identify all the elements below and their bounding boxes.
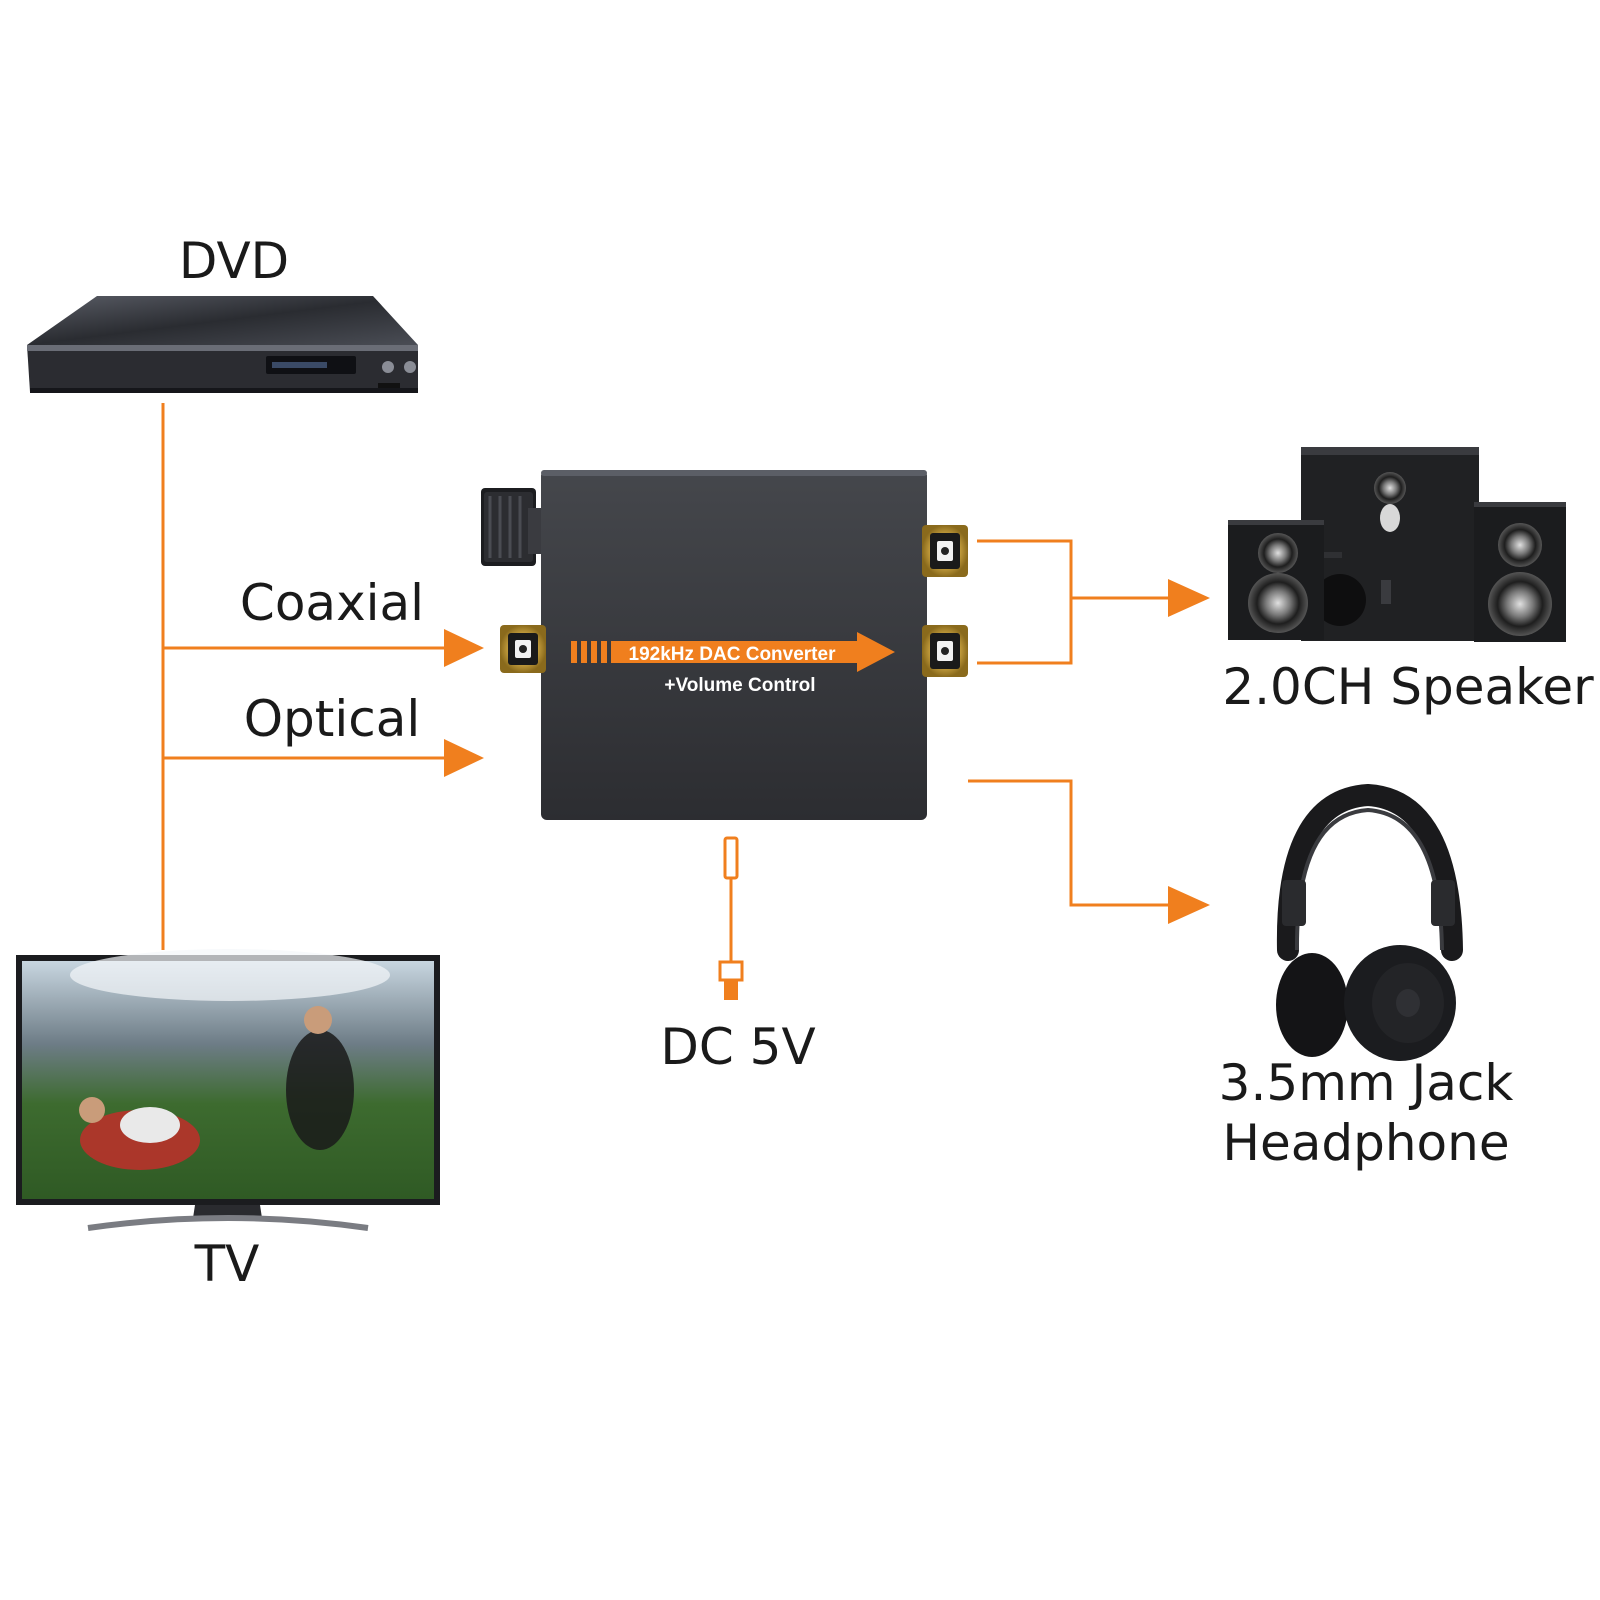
wiring <box>161 403 1210 950</box>
converter-title: 192kHz DAC Converter <box>629 644 837 665</box>
dc-power-label: DC 5V <box>660 1018 815 1076</box>
headphones-icon <box>1276 783 1463 1061</box>
tv-label: TV <box>194 1235 260 1293</box>
dvd-player-icon <box>27 296 418 393</box>
rca-output-jack-top <box>922 525 968 577</box>
usb-cable-icon <box>718 836 744 1000</box>
headphone-label-line1: 3.5mm Jack <box>1219 1054 1514 1112</box>
optical-arrow-icon <box>444 739 484 777</box>
coaxial-label: Coaxial <box>240 574 424 632</box>
rca-left-line <box>977 539 1073 665</box>
coaxial-input-jack <box>500 625 546 673</box>
headphone-label-line2: Headphone <box>1222 1114 1509 1172</box>
optical-label: Optical <box>244 690 421 748</box>
television-icon <box>16 949 440 1231</box>
converter-label-arrow <box>571 632 895 672</box>
coaxial-arrow-icon <box>444 629 484 667</box>
headphone-arrow-icon <box>1168 886 1210 924</box>
dvd-label: DVD <box>179 232 289 290</box>
converter-subtitle: +Volume Control <box>664 675 815 696</box>
headphone-line <box>968 779 1172 907</box>
volume-knob <box>481 488 542 566</box>
speaker-arrow-icon <box>1168 579 1210 617</box>
speaker-label: 2.0CH Speaker <box>1222 658 1594 716</box>
speaker-set-icon <box>1228 447 1566 642</box>
rca-output-jack-bottom <box>922 625 968 677</box>
dac-converter-icon: 192kHz DAC Converter +Volume Control <box>481 470 968 820</box>
